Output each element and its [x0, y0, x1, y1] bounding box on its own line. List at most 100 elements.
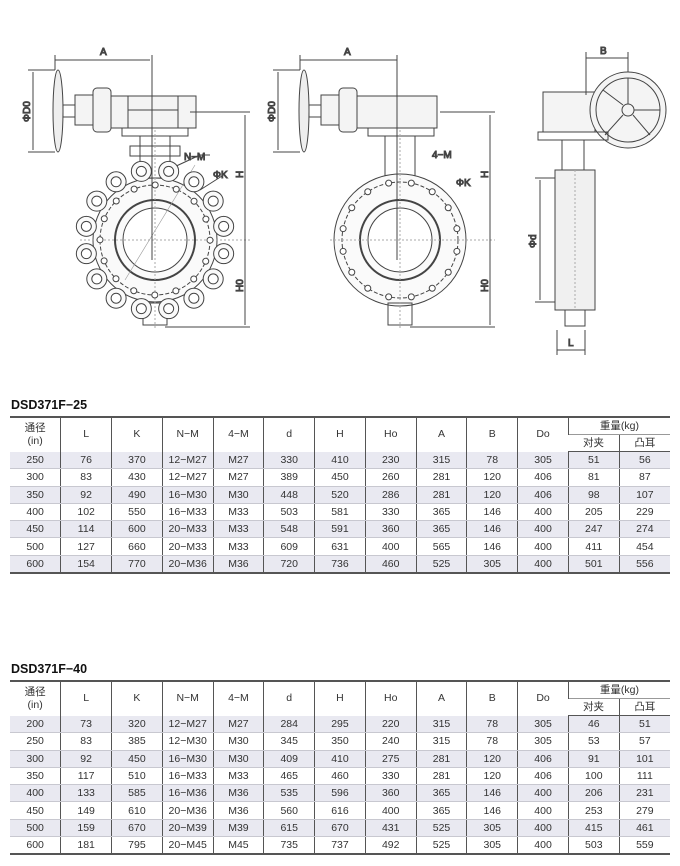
table-cell: 57: [618, 732, 670, 751]
bolt-hole: [206, 236, 214, 244]
table-cell: 330: [364, 767, 417, 786]
table-title: DSD371F−25: [11, 398, 88, 412]
bolt-hole: [163, 303, 175, 315]
table-cell: 20−M39: [161, 819, 214, 838]
table-cell: 83: [60, 468, 112, 487]
header-col: L: [60, 417, 112, 452]
bolt-hole: [110, 176, 122, 188]
bolt-hole: [348, 204, 356, 212]
table-cell: 770: [111, 555, 163, 574]
table-cell: 12−M27: [161, 468, 214, 487]
table-cell: 146: [466, 537, 518, 556]
bolt-hole: [172, 287, 180, 295]
table-cell: 631: [314, 537, 366, 556]
table-cell: 400: [364, 537, 417, 556]
header-dn: 通径(in): [24, 685, 46, 711]
table-cell: 400: [517, 503, 569, 522]
table-cell: 406: [517, 468, 569, 487]
table-cell: 16−M33: [161, 767, 214, 786]
table-cell: 154: [60, 555, 112, 574]
table-cell: 114: [60, 520, 112, 539]
table-cell: 525: [415, 836, 467, 855]
bolt-hole: [96, 236, 104, 244]
table-cell: M33: [212, 537, 264, 556]
table-cell: 20−M36: [161, 801, 214, 820]
table-cell: 300: [10, 750, 61, 768]
table-cell: 305: [466, 555, 518, 574]
bolt-hole: [407, 293, 415, 301]
bolt-hole: [80, 248, 92, 260]
table-cell: 406: [517, 750, 569, 768]
bolt-hole: [385, 293, 393, 301]
table-cell: 365: [415, 784, 467, 803]
table-cell: 560: [263, 801, 315, 820]
bolt-hole: [112, 275, 120, 283]
table-cell: 410: [314, 750, 366, 768]
table-cell: 120: [466, 767, 518, 786]
table-cell: 231: [618, 784, 670, 803]
table-cell: 320: [111, 715, 163, 734]
table-cell: 281: [415, 750, 467, 768]
table-cell: 120: [466, 486, 518, 504]
table-cell: 98: [567, 486, 620, 504]
table-cell: 490: [111, 486, 163, 504]
table-cell: 240: [364, 732, 417, 751]
table-cell: 454: [618, 537, 670, 556]
bolt-hole: [80, 220, 92, 232]
table-cell: 330: [263, 451, 315, 470]
table-cell: 159: [60, 819, 112, 838]
dim-4m-label: 4−M: [432, 150, 452, 161]
table-cell: 127: [60, 537, 112, 556]
table-cell: 76: [60, 451, 112, 470]
table-cell: 600: [111, 520, 163, 539]
bolt-hole: [339, 247, 347, 255]
dim-nm-label: N−M: [184, 152, 205, 163]
table-cell: 12−M27: [161, 715, 214, 734]
table-cell: 415: [567, 819, 620, 838]
table-cell: 300: [10, 468, 61, 487]
header-col: Ho: [364, 681, 417, 716]
table-cell: 591: [314, 520, 366, 539]
dim-l-label: L: [568, 338, 574, 349]
table-cell: 146: [466, 801, 518, 820]
table-cell: 360: [364, 520, 417, 539]
table-cell: 250: [10, 451, 61, 470]
table-cell: 450: [111, 750, 163, 768]
header-col: B: [466, 681, 518, 716]
table-cell: 370: [111, 451, 163, 470]
bolt-hole: [188, 176, 200, 188]
bolt-hole: [202, 215, 210, 223]
bolt-hole: [135, 165, 147, 177]
header-wafer: 对夹: [568, 434, 620, 452]
table-cell: 503: [263, 503, 315, 522]
dim-d-label: Φd: [528, 234, 539, 248]
header-col: 4−M: [212, 681, 264, 716]
table-cell: M30: [212, 750, 264, 768]
table-cell: 609: [263, 537, 315, 556]
table-cell: 274: [618, 520, 670, 539]
header-col: d: [263, 681, 315, 716]
table-cell: M27: [212, 451, 264, 470]
bolt-hole: [202, 257, 210, 265]
table-cell: 315: [415, 732, 467, 751]
header-col: d: [263, 417, 315, 452]
table-cell: 385: [111, 732, 163, 751]
bolt-hole: [385, 179, 393, 187]
bolt-hole: [100, 215, 108, 223]
header-lug: 凸耳: [618, 434, 670, 452]
front-view-wafer: [273, 55, 495, 330]
header-col: Do: [517, 417, 569, 452]
table-cell: 615: [263, 819, 315, 838]
bolt-hole: [188, 292, 200, 304]
table-cell: 736: [314, 555, 366, 574]
table-cell: M33: [212, 503, 264, 522]
table-cell: 500: [10, 819, 61, 838]
table-cell: 305: [517, 715, 569, 734]
table-cell: 107: [618, 486, 670, 504]
